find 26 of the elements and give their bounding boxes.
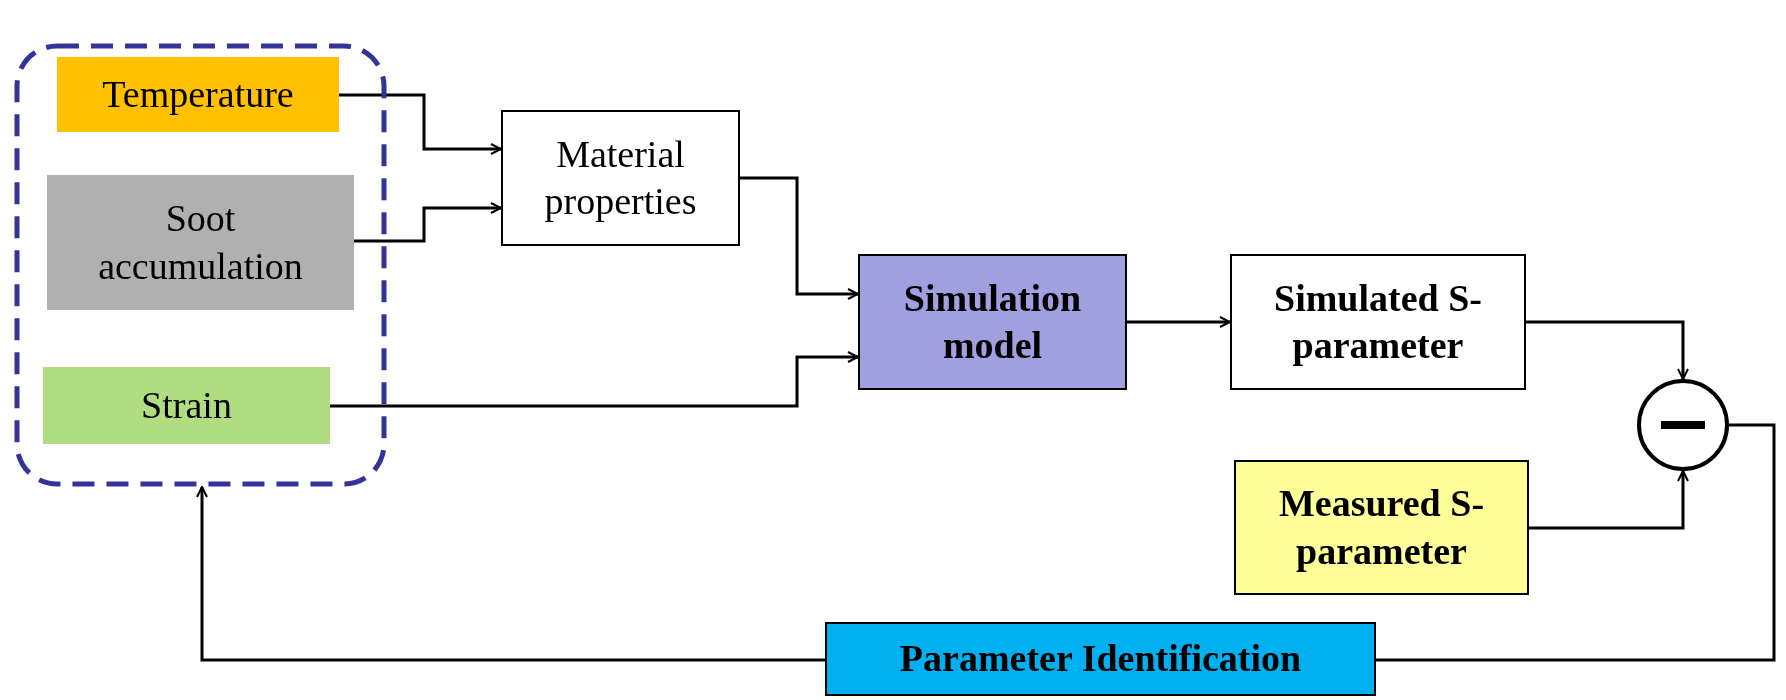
dashed-group xyxy=(14,43,387,487)
subtraction-circle xyxy=(1637,379,1729,471)
node-label: Parameter Identification xyxy=(898,636,1303,682)
arrow xyxy=(1526,320,1689,380)
process-box xyxy=(1234,460,1529,595)
node-label: Measured S-parameter xyxy=(1277,481,1486,574)
arrow xyxy=(339,93,502,155)
process-box xyxy=(501,110,740,246)
node-label: Soot accumulation xyxy=(97,196,304,289)
node-label: Simulation model xyxy=(902,275,1083,368)
node-label: Temperature xyxy=(101,71,295,117)
arrow xyxy=(196,486,825,662)
input-box xyxy=(47,175,354,310)
arrow xyxy=(354,202,502,243)
process-box xyxy=(858,254,1127,390)
arrow xyxy=(330,351,859,408)
process-box xyxy=(1230,254,1526,390)
node-label: Simulated S-parameter xyxy=(1273,275,1483,368)
input-box xyxy=(57,57,339,132)
arrow xyxy=(1529,470,1689,530)
arrow xyxy=(1127,316,1231,328)
process-box xyxy=(825,622,1376,696)
node-label: Material properties xyxy=(543,131,698,224)
input-box xyxy=(43,367,330,444)
node-label: Strain xyxy=(140,382,233,428)
arrow xyxy=(740,176,859,300)
